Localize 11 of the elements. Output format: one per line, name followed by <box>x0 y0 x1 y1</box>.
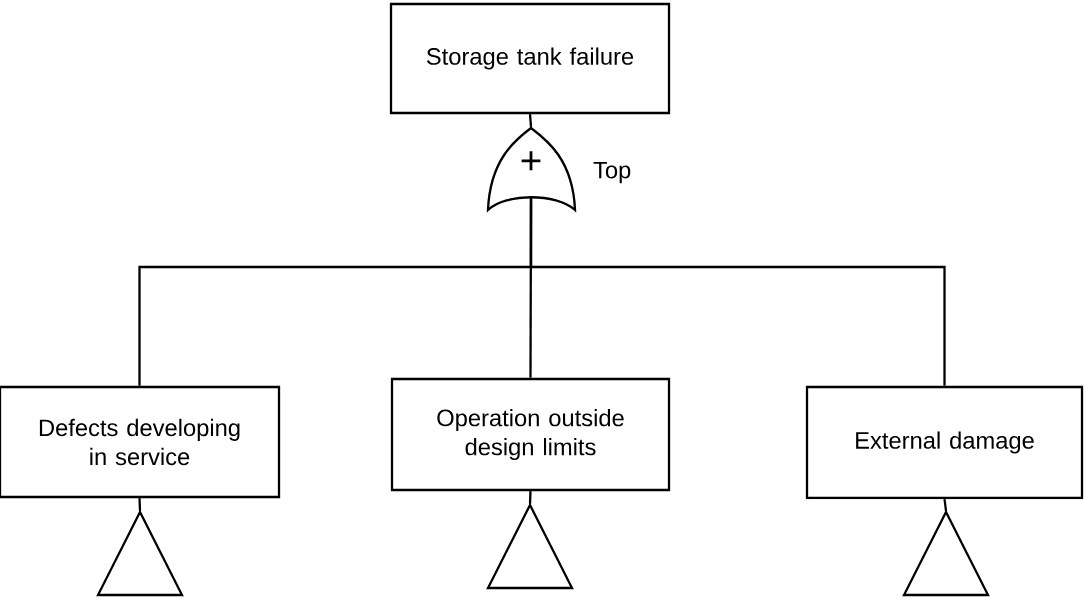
event-box: Defects developing in service <box>0 385 281 499</box>
or-gate: + <box>486 126 577 212</box>
event-box: Operation outside design limits <box>390 377 671 492</box>
connector-line <box>529 198 946 386</box>
connector-line <box>528 114 533 127</box>
event-box: External damage <box>805 385 1084 500</box>
connector-line <box>138 498 142 511</box>
event-box: Storage tank failure <box>389 2 671 115</box>
connector-line <box>943 499 948 511</box>
gate-label: Top <box>593 161 631 184</box>
connector-line <box>528 491 532 504</box>
